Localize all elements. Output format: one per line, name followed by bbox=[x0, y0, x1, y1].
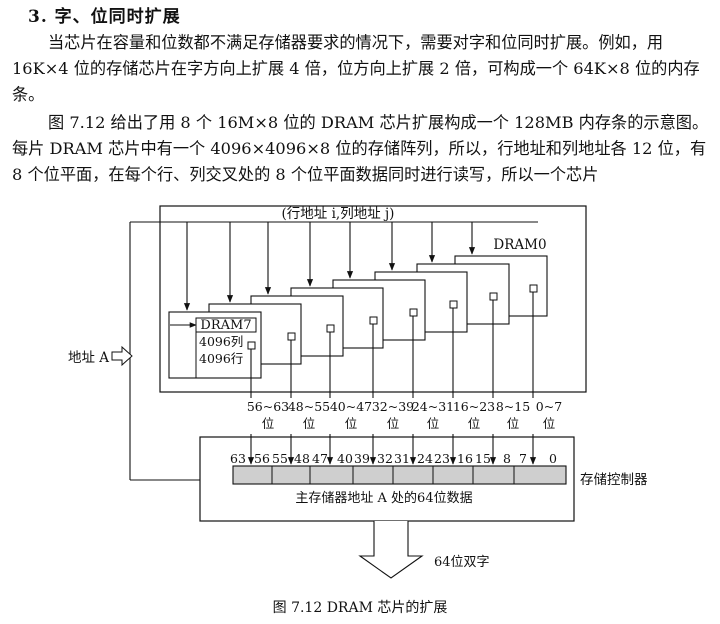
register-bit: 16 bbox=[457, 451, 473, 466]
paragraph-word-bit-expansion: 当芯片在容量和位数都不满足存储器要求的情况下，需要对字和位同时扩展。例如，用16… bbox=[12, 33, 700, 104]
bit-group-range: 24~31 bbox=[412, 399, 454, 414]
dram0-label: DRAM0 bbox=[493, 237, 546, 253]
register-bit: 55 bbox=[272, 451, 288, 466]
register-bit-labels: 63 56 55 48 47 40 39 32 31 24 23 16 15 8… bbox=[230, 451, 557, 466]
register-64bit bbox=[232, 465, 567, 485]
bit-group-unit: 位 bbox=[543, 416, 556, 431]
register-bit: 23 bbox=[434, 451, 450, 466]
bit-group-unit: 位 bbox=[387, 416, 400, 431]
bit-group-unit: 位 bbox=[345, 416, 358, 431]
memory-controller-label: 存储控制器 bbox=[580, 472, 648, 488]
register-bit: 15 bbox=[475, 451, 491, 466]
dram7-label: DRAM7 bbox=[200, 318, 251, 333]
bit-group-unit: 位 bbox=[303, 416, 316, 431]
figure-caption: 图 7.12 DRAM 芯片的扩展 bbox=[272, 600, 448, 616]
register-bit: 7 bbox=[519, 451, 527, 466]
bit-group-unit: 位 bbox=[468, 416, 481, 431]
row-col-address-label: (行地址 i,列地址 j) bbox=[282, 206, 395, 222]
chip-address-arrows bbox=[183, 222, 476, 311]
bit-group-unit: 位 bbox=[507, 416, 520, 431]
bit-group-range: 0~7 bbox=[536, 399, 562, 414]
register-bit: 47 bbox=[312, 451, 328, 466]
bit-group-range: 40~47 bbox=[330, 399, 372, 414]
output-label: 64位双字 bbox=[434, 555, 490, 570]
dram7-cols-label: 4096列 bbox=[199, 334, 243, 349]
address-a-label: 地址 A bbox=[68, 350, 109, 366]
dram7-rows-label: 4096行 bbox=[199, 351, 243, 366]
bit-group-labels: 56~63 位 48~55 位 40~47 位 32~39 位 24~31 位 … bbox=[246, 398, 566, 434]
bit-group-unit: 位 bbox=[262, 416, 275, 431]
register-caption: 主存储器地址 A 处的64位数据 bbox=[295, 490, 472, 506]
bit-group-range: 16~23 bbox=[453, 399, 495, 414]
register-bit: 48 bbox=[294, 451, 310, 466]
bit-group-range: 8~15 bbox=[496, 399, 530, 414]
register-bit: 31 bbox=[394, 451, 410, 466]
paragraph-figure-description: 图 7.12 给出了用 8 个 16M×8 位的 DRAM 芯片扩展构成一个 1… bbox=[12, 113, 709, 184]
register-bit: 39 bbox=[354, 451, 370, 466]
register-bit: 32 bbox=[377, 451, 393, 466]
register-bit: 40 bbox=[337, 451, 353, 466]
register-bit: 0 bbox=[549, 451, 557, 466]
output-arrow-icon bbox=[358, 521, 424, 579]
bit-group-range: 32~39 bbox=[372, 399, 414, 414]
section-title: 3. 字、位同时扩展 bbox=[28, 7, 181, 27]
register-bit: 24 bbox=[417, 451, 433, 466]
address-input-arrow-icon bbox=[111, 345, 133, 367]
bit-group-range: 56~63 bbox=[247, 399, 289, 414]
bit-group-range: 48~55 bbox=[288, 399, 330, 414]
register-bit: 63 bbox=[230, 451, 246, 466]
register-bit: 56 bbox=[254, 451, 270, 466]
register-bit: 8 bbox=[503, 451, 511, 466]
bit-group-unit: 位 bbox=[427, 416, 440, 431]
